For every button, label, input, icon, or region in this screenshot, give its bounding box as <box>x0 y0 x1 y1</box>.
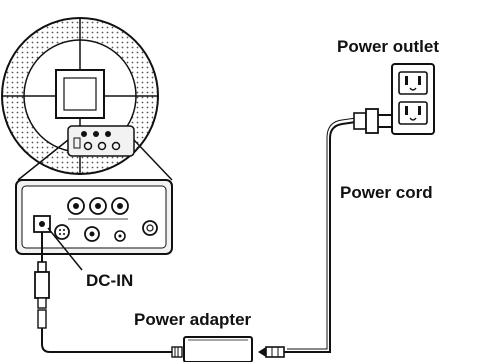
wall-plug <box>353 108 392 134</box>
dc-plug-tip <box>37 261 47 273</box>
cord-connector-ribs <box>271 347 279 357</box>
dc-plug-strain <box>37 297 47 309</box>
port-dot <box>73 137 81 149</box>
rca-jack-center <box>73 203 79 209</box>
power-cord-line-inner <box>287 117 357 350</box>
port-dot <box>111 141 121 151</box>
label-power-adapter: Power adapter <box>134 310 252 329</box>
wall-plug-head <box>365 108 379 134</box>
adapter-cable-boot-ribs <box>174 347 179 357</box>
adapter-cable-boot <box>171 346 183 358</box>
device <box>1 17 159 175</box>
rear-panel <box>15 179 173 255</box>
power-outlet <box>391 63 435 135</box>
port-dot <box>97 141 107 151</box>
dc-plug-body <box>34 271 50 299</box>
power-adapter-body <box>183 336 253 362</box>
device-port-cluster <box>67 125 135 157</box>
cord-arrow <box>258 347 266 357</box>
ferrite-core <box>37 309 47 329</box>
device-center-inset <box>63 77 97 111</box>
dc-in-socket-pin <box>39 221 45 227</box>
label-power-cord: Power cord <box>340 183 433 202</box>
power-cord-line <box>284 121 357 353</box>
port-dot <box>83 141 93 151</box>
dc-in-pointer <box>47 227 83 271</box>
wall-plug-body <box>353 112 367 130</box>
cord-connector <box>265 346 285 358</box>
port-dot <box>105 131 111 137</box>
port-dot <box>93 131 99 137</box>
label-dc-in: DC-IN <box>86 271 133 290</box>
rca-jack-center <box>117 203 123 209</box>
zoom-lines <box>17 139 173 181</box>
power-adapter <box>183 336 253 362</box>
rca-jack-center <box>95 203 101 209</box>
dc-plug <box>34 232 50 329</box>
s-video-port <box>54 224 70 240</box>
port-dot <box>81 131 87 137</box>
label-power-outlet: Power outlet <box>337 37 439 56</box>
dc-cable <box>41 328 172 353</box>
